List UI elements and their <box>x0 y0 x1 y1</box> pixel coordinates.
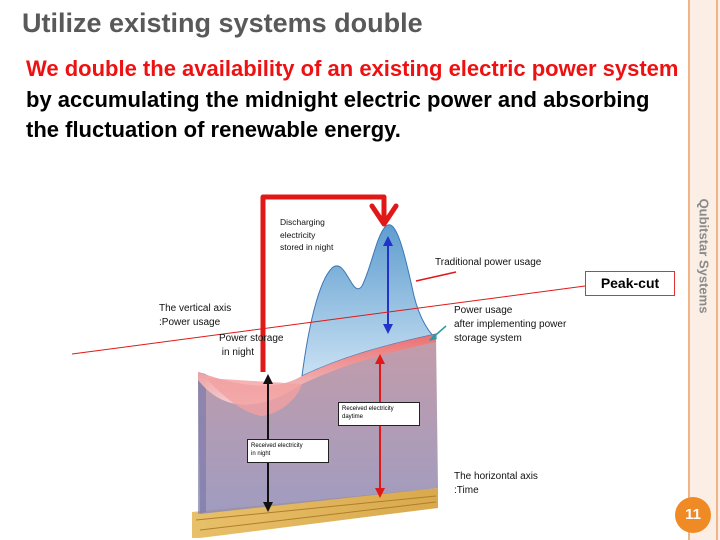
ground-strip <box>192 488 438 538</box>
sidebar-line-right <box>716 0 718 540</box>
traditional-pointer <box>415 271 457 282</box>
horizontal-axis-label: The horizontal axis:Time <box>454 471 538 496</box>
sidebar-band <box>688 0 720 540</box>
peak-cut-line <box>71 285 586 355</box>
slide-title: Utilize existing systems double <box>22 8 423 38</box>
discharge-bracket <box>260 194 387 372</box>
body-red-text: We double the availability of an existin… <box>26 56 679 81</box>
peak-cut-label: Peak-cut <box>585 271 675 296</box>
sidebar-line-left <box>688 0 690 540</box>
page-number-badge: 11 <box>675 497 711 533</box>
usage-body <box>198 334 438 514</box>
vertical-axis-label: The vertical axis:Power usage <box>159 303 232 328</box>
slide-body: We double the availability of an existin… <box>26 54 686 146</box>
storage-night-label: Power storage in night <box>219 333 284 358</box>
traditional-usage-label: Traditional power usage <box>435 257 542 268</box>
body-black-text: by accumulating the midnight electric po… <box>26 86 650 143</box>
